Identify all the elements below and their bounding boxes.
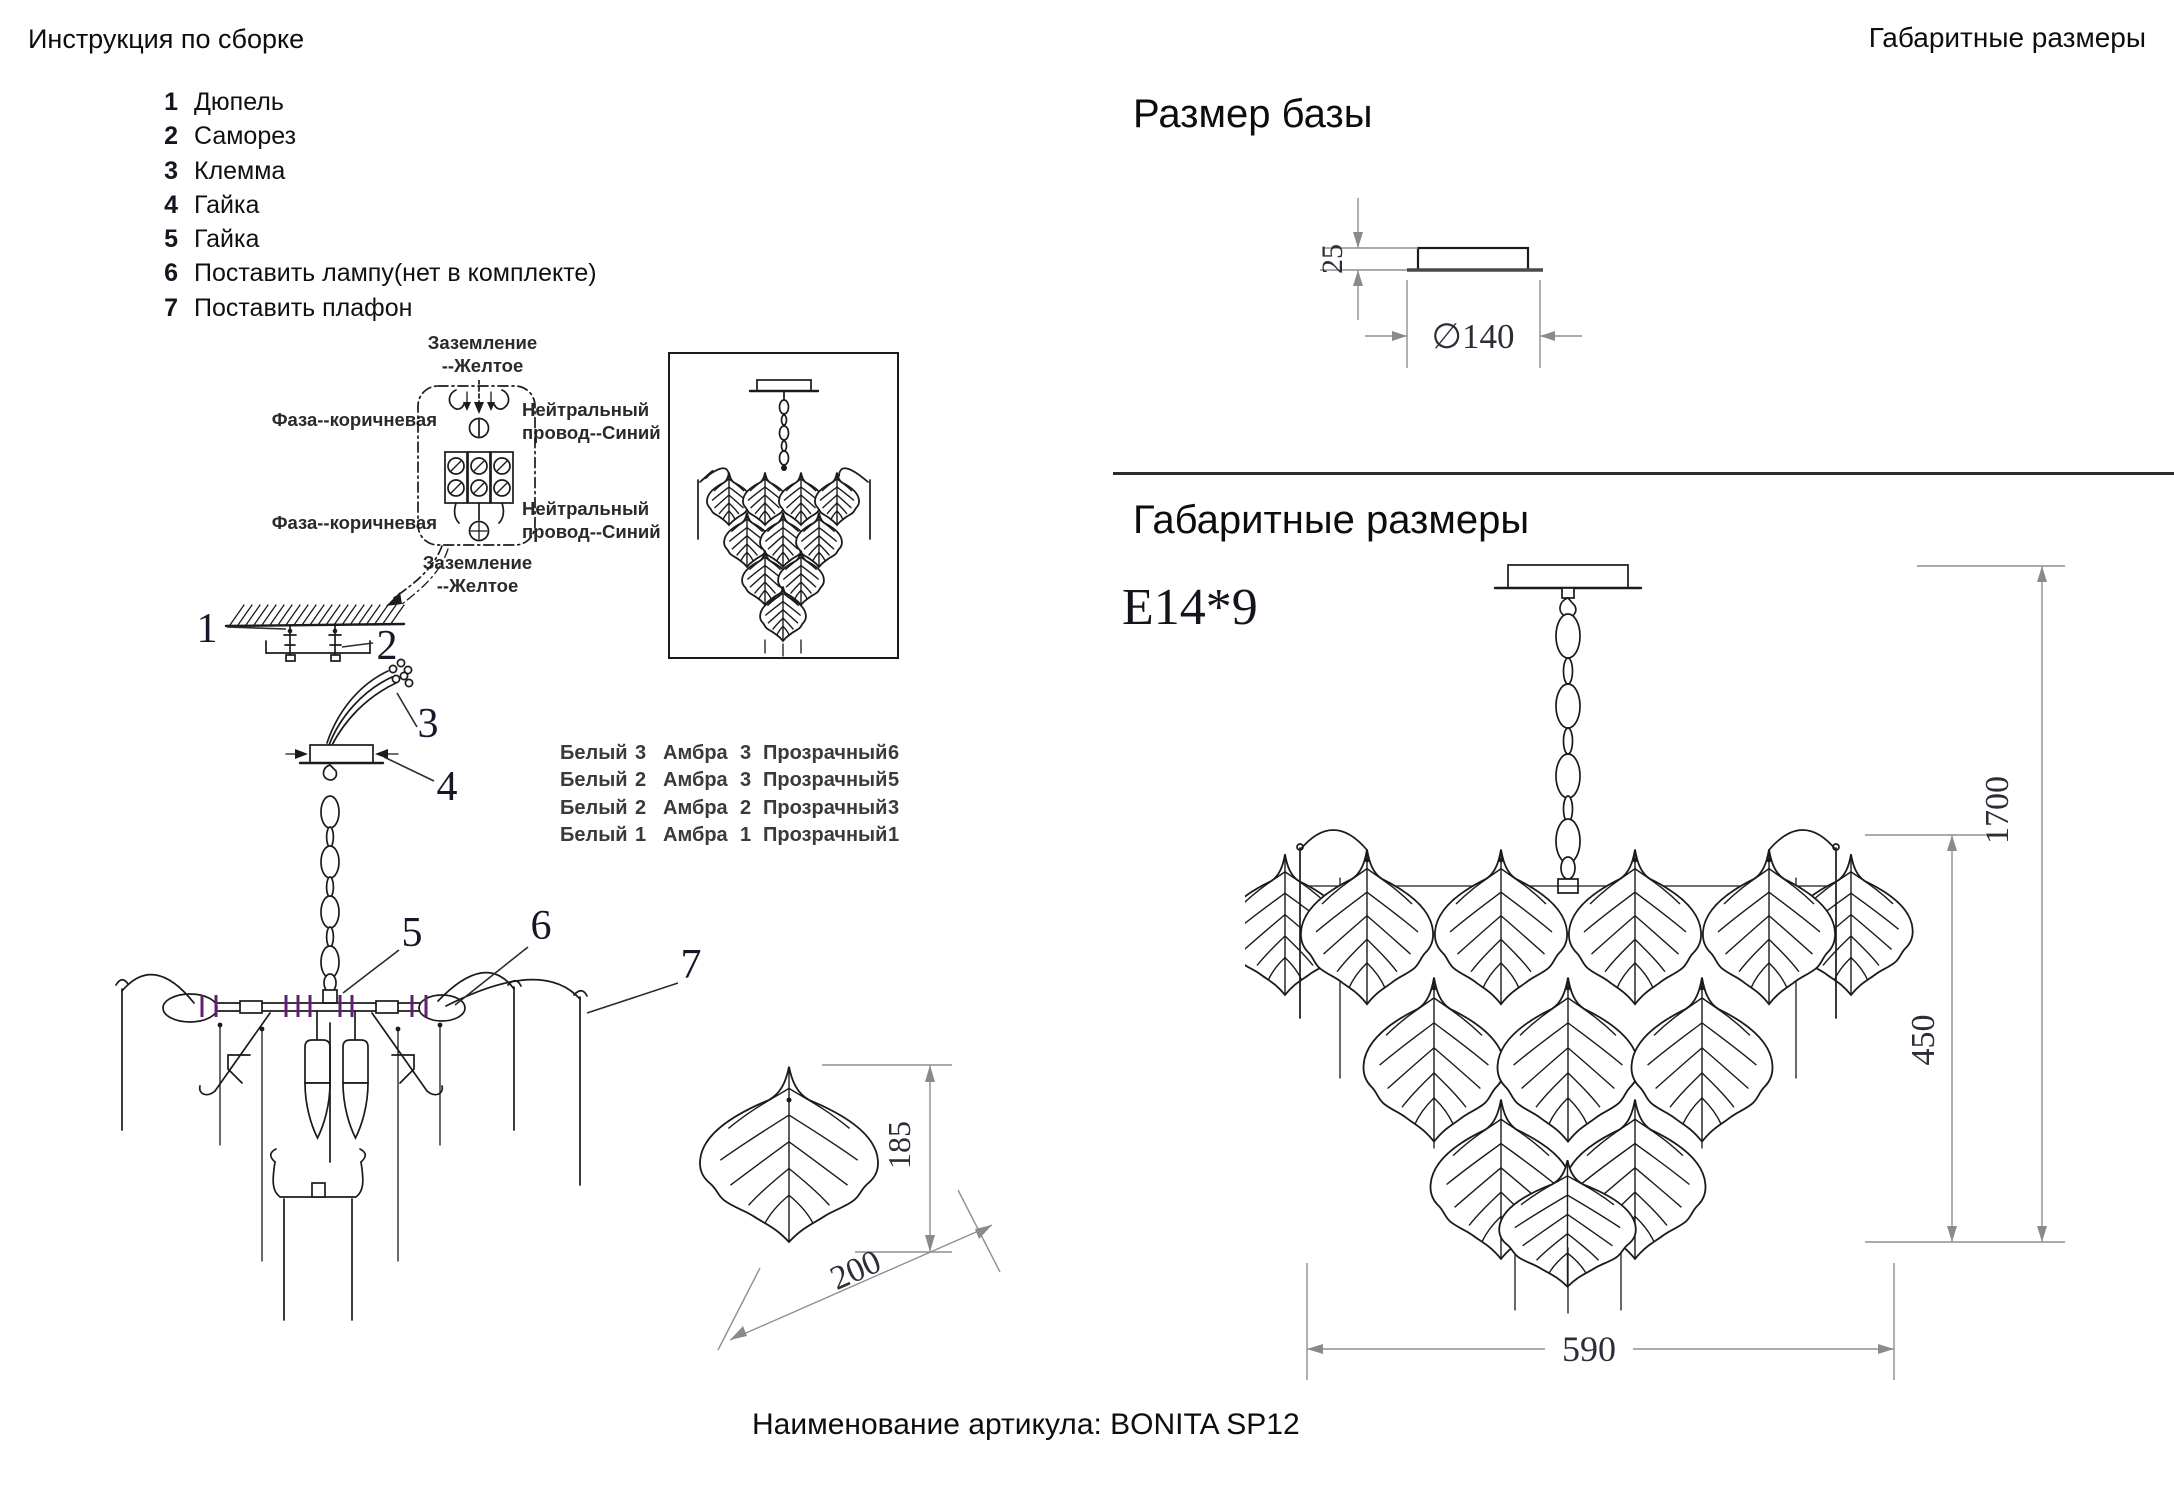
callout-5: 5	[402, 910, 423, 956]
callout-3: 3	[418, 701, 439, 747]
list-item: 5 Гайка	[150, 225, 597, 259]
step-label: Гайка	[194, 225, 260, 254]
list-item: 1 Дюпель	[150, 88, 597, 122]
assembly-diagram: 1 2 3 4 5 6 7	[115, 604, 702, 1321]
section-divider	[1113, 472, 2174, 475]
leaf-height-dim: 185	[881, 1121, 917, 1169]
list-item: 3 Клемма	[150, 157, 597, 191]
article-name: Наименование артикула: BONITA SP12	[752, 1408, 1300, 1441]
assembly-instructions-title: Инструкция по сборке	[28, 24, 305, 54]
list-item: 4 Гайка	[150, 191, 597, 225]
base-height-dim: 25	[1316, 244, 1349, 274]
overall-dimensions-title: Габаритные размеры	[1133, 498, 1530, 542]
step-label: Саморез	[194, 122, 297, 151]
wiring-diagram	[386, 380, 536, 606]
lamp-socket-spec: E14*9	[1122, 579, 1258, 636]
step-label: Поставить лампу(нет в комплекте)	[194, 259, 597, 288]
wiring-label-ground-top: Заземление--Желтое	[427, 332, 538, 376]
step-number: 6	[164, 259, 178, 288]
step-number: 7	[164, 293, 178, 322]
list-item: 2 Саморез	[150, 122, 597, 156]
wiring-label-phase-top: Фаза--коричневая	[271, 409, 437, 430]
callout-4: 4	[437, 764, 458, 810]
step-label: Клемма	[194, 156, 286, 185]
base-size-drawing: 25 ∅140	[1316, 198, 1582, 368]
width-dim: 590	[1562, 1329, 1616, 1369]
leaf-detail-drawing: 185 200	[698, 1064, 1001, 1351]
callout-6: 6	[531, 903, 552, 949]
step-label: Поставить плафон	[194, 293, 413, 322]
list-item: 7 Поставить плафон	[150, 294, 597, 328]
overall-dimensions-header: Габаритные размеры	[1868, 22, 2146, 53]
step-number: 1	[164, 88, 178, 116]
step-label: Дюпель	[194, 88, 284, 116]
total-height-dim: 1700	[1979, 776, 2016, 844]
callout-1: 1	[197, 606, 218, 652]
step-number: 3	[164, 156, 178, 185]
base-diameter-dim: ∅140	[1432, 317, 1515, 356]
step-number: 4	[164, 190, 178, 219]
body-height-dim: 450	[1905, 1015, 1942, 1066]
chandelier-thumbnail	[668, 352, 899, 659]
step-number: 2	[164, 122, 178, 151]
overall-dimensions-drawing: 1700 450 590	[1245, 564, 2065, 1380]
base-size-title: Размер базы	[1133, 92, 1373, 136]
callout-2: 2	[377, 623, 398, 669]
step-label: Гайка	[194, 190, 260, 219]
callout-7: 7	[681, 942, 702, 988]
step-number: 5	[164, 225, 178, 254]
wiring-label-ground-bottom: Заземление--Желтое	[422, 552, 533, 596]
wiring-label-phase-bottom: Фаза--коричневая	[271, 512, 437, 533]
list-item: 6 Поставить лампу(нет в комплекте)	[150, 259, 597, 293]
